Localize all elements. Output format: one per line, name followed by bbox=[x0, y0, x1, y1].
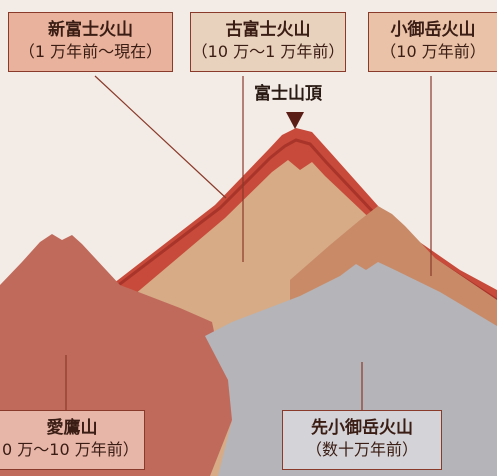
komitake-era: （10 万年前） bbox=[380, 42, 486, 61]
label-sen-komitake: 先小御岳火山 （数十万年前） bbox=[282, 410, 442, 470]
pointer-line-shin-fuji bbox=[94, 75, 227, 199]
label-komitake: 小御岳火山 （10 万年前） bbox=[368, 12, 497, 72]
label-ko-fuji: 古富士火山 （10 万〜1 万年前） bbox=[190, 12, 346, 72]
shin-fuji-ridge bbox=[111, 138, 497, 302]
shin-fuji-era: （1 万年前〜現在） bbox=[18, 42, 163, 61]
sen-komitake-era: （数十万年前） bbox=[305, 440, 418, 459]
shin-fuji-name: 新富士火山 bbox=[48, 20, 133, 40]
label-ashitaka: 愛鷹山 0 万〜10 万年前） bbox=[0, 410, 145, 470]
ko-fuji-era: （10 万〜1 万年前） bbox=[191, 42, 345, 61]
label-shin-fuji: 新富士火山 （1 万年前〜現在） bbox=[8, 12, 173, 72]
komitake-name: 小御岳火山 bbox=[390, 20, 476, 40]
ashitaka-era: 0 万〜10 万年前） bbox=[2, 440, 139, 459]
summit-label: 富士山頂 bbox=[254, 84, 322, 104]
ashitaka-name: 愛鷹山 bbox=[46, 418, 98, 438]
sen-komitake-name: 先小御岳火山 bbox=[311, 418, 413, 438]
ko-fuji-name: 古富士火山 bbox=[225, 20, 311, 40]
summit-marker-icon bbox=[286, 112, 304, 129]
